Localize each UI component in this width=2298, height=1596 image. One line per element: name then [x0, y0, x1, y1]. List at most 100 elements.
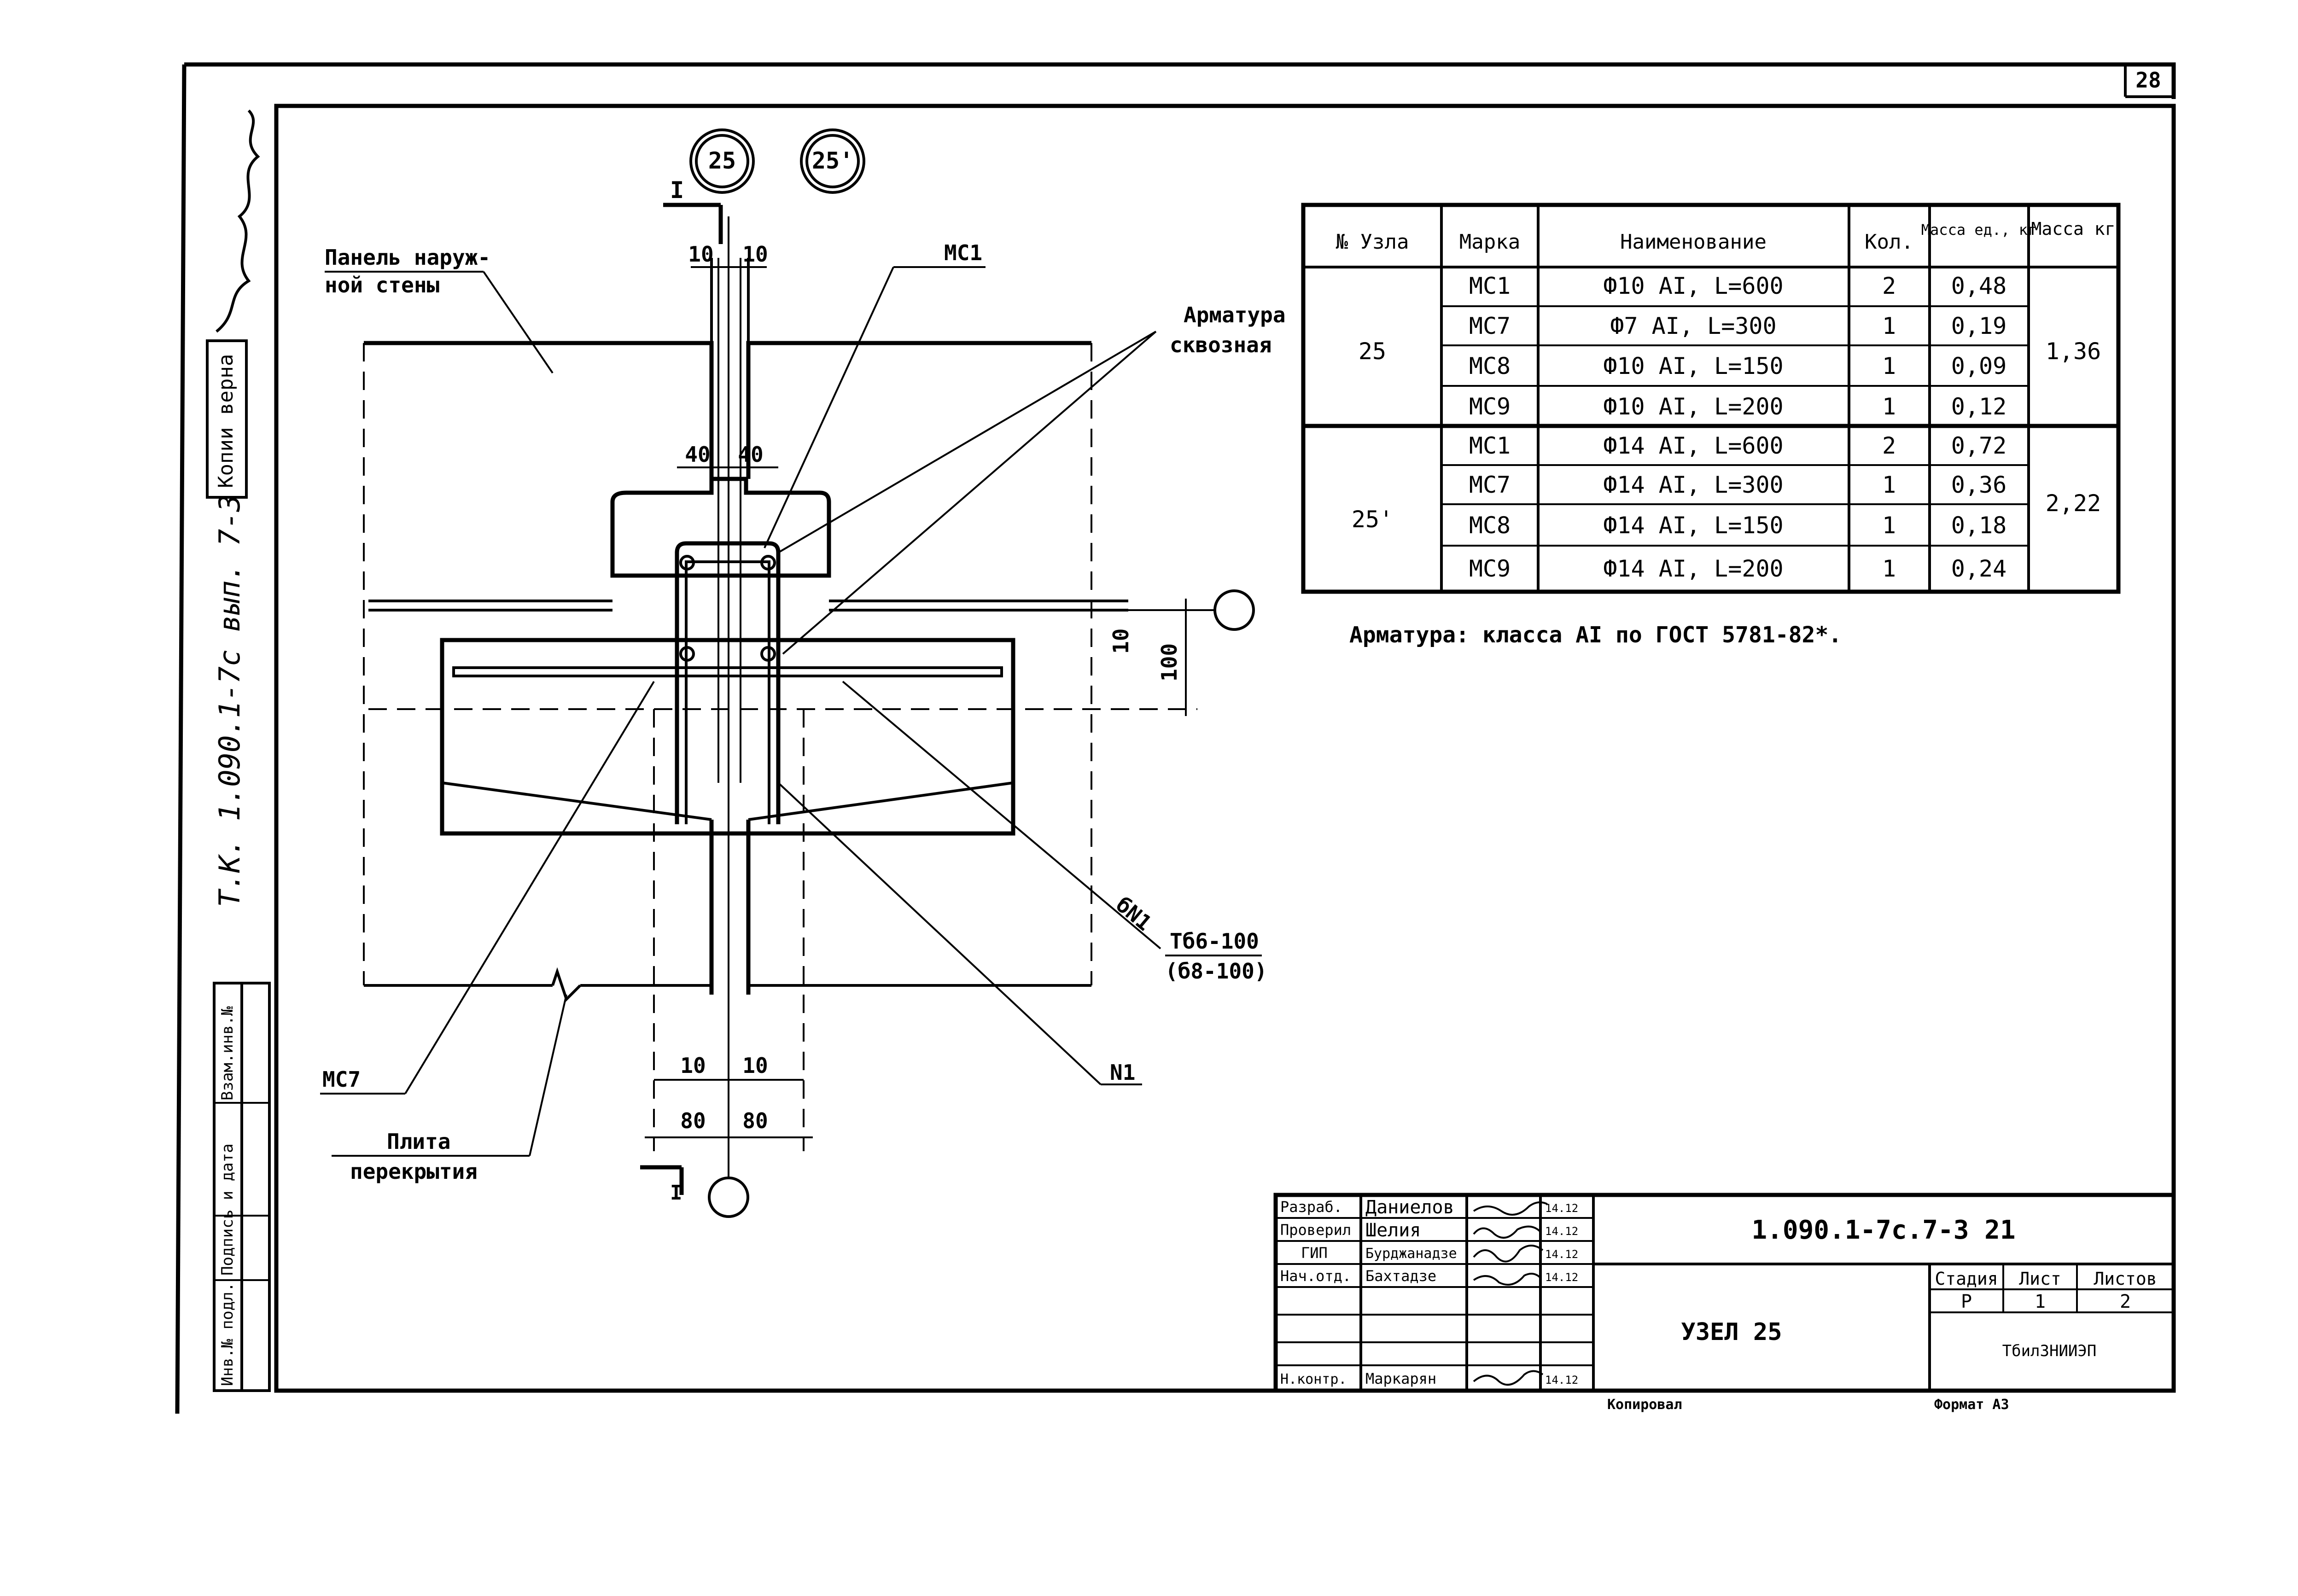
callout-panel-wall-1: Панель наруж-: [325, 245, 490, 270]
callout-slab-1: Плита: [387, 1129, 450, 1154]
row-25-4-mark: МС9: [1469, 393, 1511, 420]
tb-name-2: Шелия: [1365, 1220, 1421, 1241]
spec-table: № Узла Марка Наименование Кол. Масса ед.…: [1301, 203, 2121, 594]
th-node: № Узла: [1336, 230, 1409, 254]
strip-replace-inv: Взам.инв.№: [218, 1006, 237, 1101]
copied-label: Копировал: [1607, 1397, 1682, 1413]
page-number: 28: [2135, 68, 2161, 93]
row-25p-1-mass: 0,72: [1951, 432, 2006, 459]
tb-sheet: 1: [2035, 1291, 2046, 1312]
tb-date-4: 14.12: [1545, 1271, 1578, 1284]
callout-panel-wall-2: ной стены: [325, 273, 439, 297]
side-stamp: Т.К. 1.090.1-7с вып. 7-3 Копии верна: [206, 109, 260, 907]
row-25-3-qty: 1: [1882, 353, 1896, 379]
callout-spec1: Тб6-100: [1170, 929, 1259, 954]
dim-v100: 100: [1157, 643, 1182, 682]
strip-inv-orig: Инв.№ подл.: [218, 1282, 237, 1386]
title-block: Разраб. Даниелов 14.12 Проверил Шелия 14…: [1273, 1193, 2176, 1393]
row-25-2-mass: 0,19: [1951, 313, 2006, 339]
dim-bot-10b: 10: [742, 1053, 768, 1078]
node-detail: [363, 216, 1255, 1218]
callout-mc7: МС7: [322, 1067, 361, 1092]
th-unit-mass: Масса ед., кг: [1921, 221, 2036, 239]
section-label-bottom: I: [670, 1181, 682, 1205]
tb-role-3: ГИП: [1301, 1244, 1328, 1262]
row-25p-3-mark: МС8: [1469, 512, 1511, 539]
callout-slab-2: перекрытия: [350, 1159, 478, 1184]
th-qty: Кол.: [1865, 230, 1913, 254]
tb-designation: 1.090.1-7с.7-3 21: [1751, 1215, 2015, 1245]
row-25-3-mark: МС8: [1469, 353, 1511, 379]
row-25p-1-name: Ф14 AI, L=600: [1603, 432, 1783, 459]
format-label: Формат А3: [1934, 1397, 2009, 1413]
node-25p-total: 2,22: [2046, 490, 2101, 517]
row-25-4-name: Ф10 AI, L=200: [1603, 393, 1783, 420]
row-25p-2-mass: 0,36: [1951, 472, 2006, 498]
callout-n1: N1: [1110, 1060, 1135, 1085]
section-mark-top: I: [663, 177, 723, 244]
dim-top-10b: 10: [742, 242, 768, 267]
tb-sheets-header: Листов: [2094, 1269, 2157, 1289]
tb-role-2: Проверил: [1280, 1221, 1351, 1239]
dim-80a: 80: [680, 1108, 706, 1133]
row-25p-3-name: Ф14 AI, L=150: [1603, 512, 1783, 539]
row-25-2-mark: МС7: [1469, 313, 1511, 339]
tb-sheet-header: Лист: [2019, 1269, 2061, 1289]
node-marker-25: 25: [708, 147, 736, 174]
row-25p-2-name: Ф14 AI, L=300: [1603, 472, 1783, 498]
tb-stage-header: Стадия: [1935, 1269, 1998, 1289]
row-25-1-qty: 2: [1882, 273, 1896, 299]
row-25p-3-mass: 0,18: [1951, 512, 2006, 539]
row-25p-1-mark: МС1: [1469, 432, 1511, 459]
row-25p-1-qty: 2: [1882, 432, 1896, 459]
tb-sheets: 2: [2120, 1291, 2131, 1312]
row-25-1-mass: 0,48: [1951, 273, 2006, 299]
dim-80b: 80: [742, 1108, 768, 1133]
row-25-4-qty: 1: [1882, 393, 1896, 420]
callout-armature-1: Арматура: [1184, 303, 1286, 327]
row-25-3-mass: 0,09: [1951, 353, 2006, 379]
node-markers: 25 25': [689, 128, 865, 194]
tb-stage: Р: [1961, 1291, 1972, 1312]
tb-name-7: Маркарян: [1365, 1370, 1436, 1387]
callout-spec2: (б8-100): [1165, 959, 1267, 984]
strip-signature-date: Подпись и дата: [218, 1143, 237, 1276]
dim-40b: 40: [738, 442, 763, 467]
row-25p-4-mass: 0,24: [1951, 555, 2006, 582]
signature-7: [1473, 1370, 1544, 1386]
dim-bot-10a: 10: [680, 1053, 706, 1078]
signature-4: [1473, 1273, 1541, 1286]
tb-org: ТбилЗНИИЭП: [2002, 1342, 2097, 1360]
row-25p-2-qty: 1: [1882, 472, 1896, 498]
row-25p-3-qty: 1: [1882, 512, 1896, 539]
signature-1: [1473, 1201, 1548, 1216]
section-mark-bottom: I: [640, 1165, 684, 1205]
row-25-4-mass: 0,12: [1951, 393, 2006, 420]
dim-top-10a: 10: [688, 242, 713, 267]
signature-3: [1473, 1245, 1544, 1263]
copy-box: [206, 339, 248, 499]
row-25-2-qty: 1: [1882, 313, 1896, 339]
th-name: Наименование: [1620, 230, 1767, 254]
vertical-doc-label: Т.К. 1.090.1-7с вып. 7-3: [213, 495, 246, 907]
sheet-frame: 28: [175, 62, 2176, 1414]
section-label-top: I: [670, 177, 684, 204]
row-25p-4-qty: 1: [1882, 555, 1896, 582]
row-25p-2-mark: МС7: [1469, 472, 1511, 498]
node-25p-label: 25': [1352, 506, 1393, 533]
left-strip: Взам.инв.№ Подпись и дата Инв.№ подл.: [213, 982, 271, 1392]
handwritten-signature: [216, 109, 260, 333]
row-25-3-name: Ф10 AI, L=150: [1603, 353, 1783, 379]
tb-name-1: Даниелов: [1365, 1197, 1454, 1218]
node-marker-25p: 25': [812, 147, 853, 174]
row-25p-4-name: Ф14 AI, L=200: [1603, 555, 1783, 582]
callout-armature-2: сквозная: [1170, 332, 1272, 357]
tb-sheet-title: УЗЕЛ 25: [1681, 1318, 1782, 1346]
dimensions: 10 10 40 40 10 100 10 10 80 80: [645, 242, 1187, 1138]
tb-name-3: Бурджанадзе: [1365, 1246, 1457, 1262]
tb-date-1: 14.12: [1545, 1202, 1578, 1215]
th-total-mass: Масса кг: [2031, 219, 2115, 239]
callout-mc1: МС1: [944, 240, 982, 265]
tb-role-7: Н.контр.: [1280, 1371, 1347, 1387]
